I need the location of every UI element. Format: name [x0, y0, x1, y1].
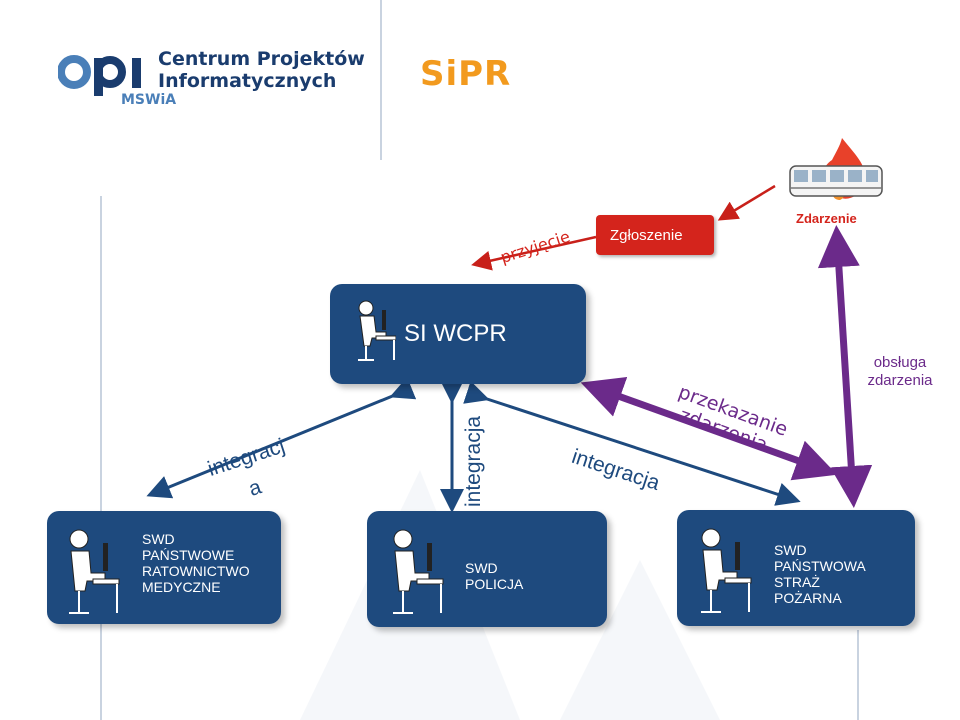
handling-label-2: zdarzenia — [867, 372, 933, 389]
person-at-desk-icon — [393, 529, 444, 614]
wcpr-label: SI WCPR — [404, 320, 507, 347]
arrow-incident-report — [717, 184, 776, 221]
person-at-desk-icon — [701, 528, 752, 613]
mswia-label: MSWiA — [121, 92, 177, 108]
sipr-logo: SiPR — [420, 54, 530, 98]
swd-prm-node: SWD PAŃSTWOWE RATOWNICTWO MEDYCZNE — [47, 511, 281, 624]
arrow-receive — [471, 235, 597, 271]
cpi-name-line1: Centrum Projektów — [158, 48, 365, 70]
swd-police-node: SWD POLICJA — [367, 511, 607, 627]
swd-psp-node: SWD PAŃSTWOWA STRAŻ POŻARNA — [677, 510, 915, 626]
swd-psp-label: SWD PAŃSTWOWA STRAŻ POŻARNA — [774, 542, 866, 606]
integration-mid-label: integracja — [462, 415, 485, 507]
person-at-desk-icon — [358, 300, 396, 361]
arrow-integration-med — [146, 377, 417, 499]
handling-label: obsługa zdarzenia — [850, 354, 950, 390]
report-label: Zgłoszenie — [610, 227, 683, 244]
report-box: Zgłoszenie — [596, 215, 714, 255]
arrow-handling — [817, 225, 873, 508]
incident-graphic — [774, 136, 886, 238]
cpi-name-line2: Informatycznych — [158, 70, 337, 92]
cpi-logo: Centrum Projektów Informatycznych MSWiA — [57, 48, 365, 112]
cpi-name: Centrum Projektów Informatycznych — [158, 48, 365, 92]
sipr-logo-text: SiPR — [420, 54, 512, 94]
handling-label-1: obsługa — [873, 354, 927, 371]
incident-label: Zdarzenie — [796, 211, 857, 226]
arrow-handover — [580, 376, 838, 481]
swd-police-label: SWD POLICJA — [465, 560, 524, 592]
wcpr-node: SI WCPR — [330, 284, 586, 384]
fire-truck-icon — [789, 138, 883, 200]
swd-prm-label: SWD PAŃSTWOWE RATOWNICTWO MEDYCZNE — [142, 531, 250, 595]
person-at-desk-icon — [69, 529, 120, 614]
cpi-logo-icon — [57, 55, 141, 96]
